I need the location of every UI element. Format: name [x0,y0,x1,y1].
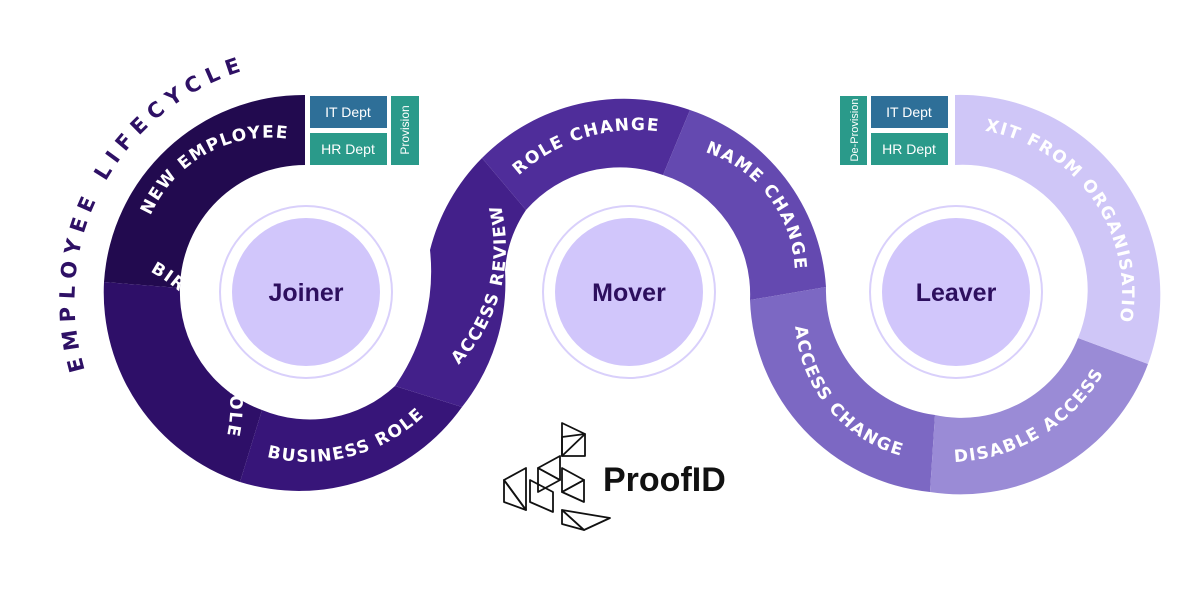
proofid-logo: ProofID [503,422,726,531]
provision-it-dept-tag[interactable] [310,96,387,128]
segment-access-change[interactable] [750,287,935,492]
deprovision-it-dept-tag[interactable] [871,96,948,128]
deprovision-tags: De-Provision IT Dept HR Dept [840,96,948,165]
segment-birthright-role[interactable] [103,282,262,482]
segment-access-review[interactable] [395,158,526,407]
segment-disable-access[interactable] [930,338,1148,495]
lifecycle-band [103,94,1161,495]
segment-role-change[interactable] [482,98,690,210]
leaver-label: Leaver [916,279,997,307]
mover-circle[interactable]: Mover [542,205,716,379]
joiner-circle[interactable]: Joiner [219,205,393,379]
segment-business-role[interactable] [240,386,462,491]
segment-name-change[interactable] [663,110,826,300]
deprovision-hr-dept-label: HR Dept [882,141,936,157]
provision-hr-dept-tag[interactable] [310,133,387,165]
deprovision-tag[interactable] [840,96,867,165]
deprovision-hr-dept-tag[interactable] [871,133,948,165]
leaver-circle[interactable]: Leaver [869,205,1043,379]
segment-new-employee[interactable] [104,94,305,288]
provision-hr-dept-label: HR Dept [321,141,375,157]
deprovision-label: De-Provision [849,99,861,162]
deprovision-it-dept-label: IT Dept [886,104,932,120]
proofid-wordmark: ProofID [603,461,726,499]
provision-tag[interactable] [391,96,419,165]
provision-it-dept-label: IT Dept [325,104,371,120]
segment-exit-from-organisation[interactable] [955,94,1161,364]
provision-tags: IT Dept HR Dept Provision [310,96,419,165]
joiner-label: Joiner [268,279,343,307]
provision-label: Provision [398,105,412,154]
proofid-logo-mark-icon [503,422,611,531]
mover-label: Mover [592,279,666,307]
